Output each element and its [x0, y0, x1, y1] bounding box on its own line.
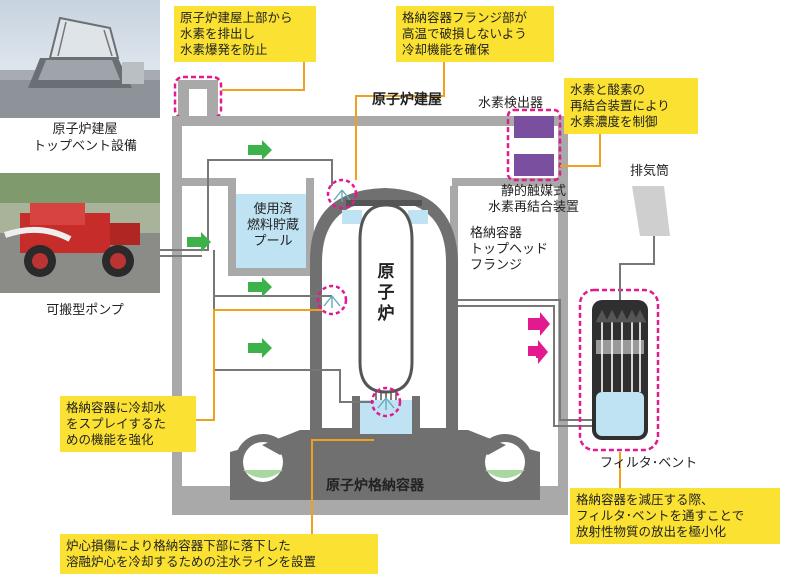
note-leaders: [196, 58, 621, 548]
spray-nozzle-lower: [370, 386, 402, 418]
top-head-flange-label: 格納容器 トップヘッド フランジ: [470, 226, 549, 273]
spent-fuel-pool-label: 使用済 燃料貯蔵 プール: [246, 202, 299, 249]
exhaust-stack: [632, 186, 670, 236]
reactor-building-label: 原子炉建屋: [372, 92, 442, 108]
top-vent-photo: [0, 0, 160, 118]
reactor-label: 原子炉: [377, 262, 395, 324]
recombiner-label: 静的触媒式 水素再結合装置: [488, 184, 580, 215]
note-spray: 格納容器に冷却水 をスプレイするた めの機能を強化: [60, 396, 196, 452]
portable-pump-caption: 可搬型ポンプ: [46, 303, 124, 318]
hydrogen-detector-label: 水素検出器: [478, 96, 544, 111]
note-recombiner: 水素と酸素の 再結合装置により 水素濃度を制御: [564, 78, 698, 134]
note-filter-vent: 格納容器を減圧する際、 フィルタ･ベントを通すことで 放射性物質の放出を極小化: [570, 488, 780, 544]
spray-nozzle-upper: [326, 178, 358, 210]
portable-pump-photo: [0, 173, 160, 293]
recombiner-highlight: [506, 108, 562, 182]
top-vent-caption: 原子炉建屋 トップベント設備: [32, 122, 137, 154]
recombiner-unit: [514, 154, 554, 176]
stack-label: 排気筒: [630, 164, 670, 179]
hydrogen-detector: [514, 116, 554, 138]
note-injection: 炉心損傷により格納容器下部に落下した 溶融炉心を冷却するための注水ラインを設置: [60, 534, 378, 574]
filter-vent-label: フィルタ･ベント: [600, 456, 698, 471]
pink-vent-arrows: [528, 312, 550, 364]
spent-fuel-pool: [236, 194, 306, 268]
green-flow-arrows: [187, 140, 272, 358]
reactor-pressure-vessel: [358, 203, 414, 394]
note-top-vent: 原子炉建屋上部から 水素を排出し 水素爆発を防止: [174, 6, 316, 62]
spray-nozzle-middle: [316, 284, 348, 316]
note-flange: 格納容器フランジ部が 高温で破損しないよう 冷却機能を確保: [396, 6, 554, 62]
containment-vessel-label: 原子炉格納容器: [326, 478, 424, 494]
